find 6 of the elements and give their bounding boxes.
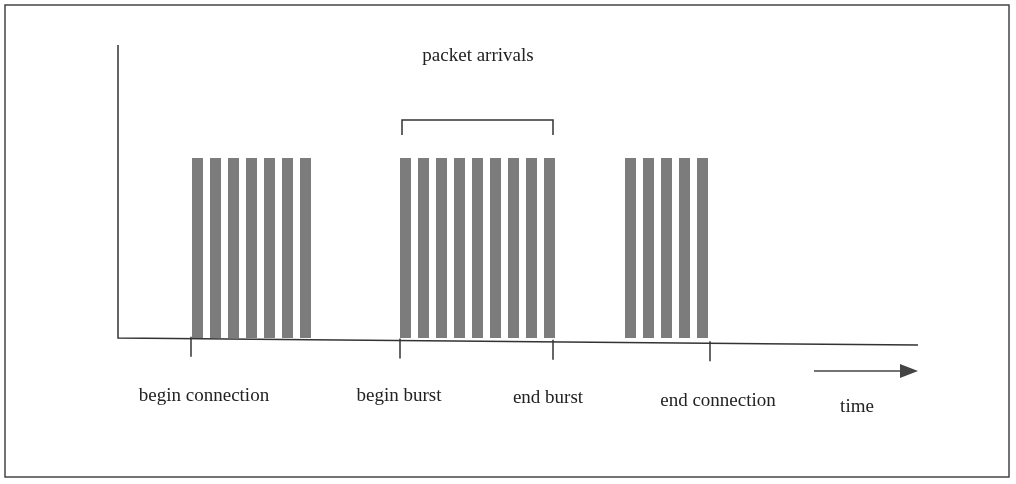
axis-label: time — [839, 394, 875, 418]
event-label: end connection — [659, 388, 777, 412]
event-label: end burst — [511, 385, 585, 409]
event-label: begin burst — [355, 383, 443, 407]
event-label: begin connection — [137, 383, 271, 407]
bracket-label: packet arrivals — [421, 43, 535, 67]
